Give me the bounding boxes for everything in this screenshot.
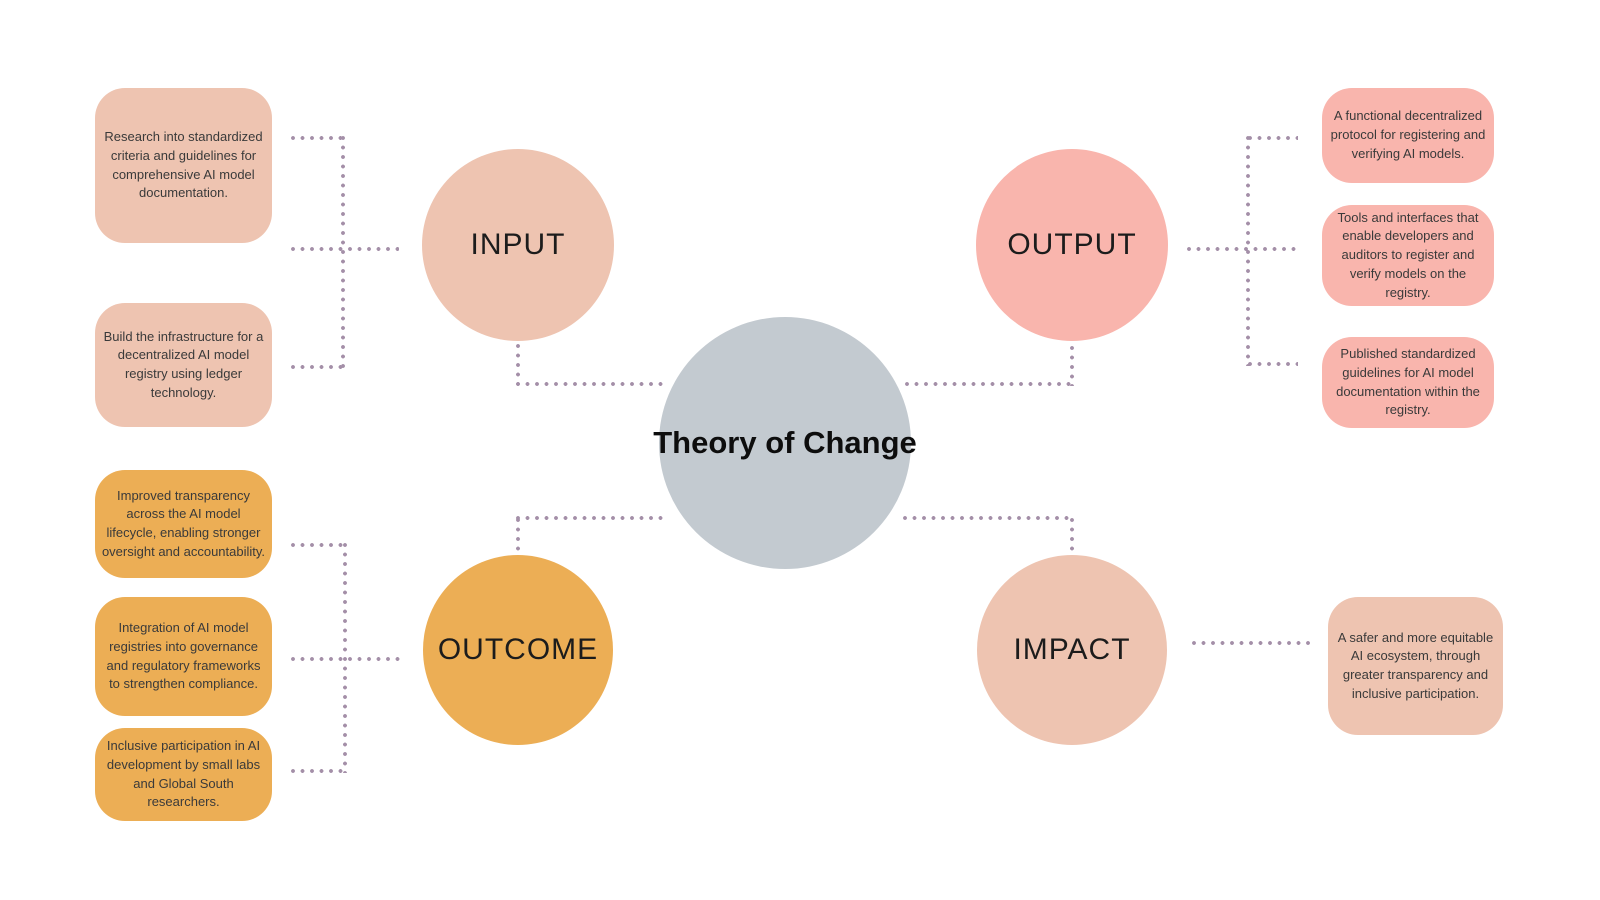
connector-output-item3-h bbox=[1248, 362, 1298, 366]
outcome-item-box-2: Integration of AI model registries into … bbox=[95, 597, 272, 716]
output-label: OUTPUT bbox=[1007, 228, 1137, 261]
output-item-box-2: Tools and interfaces that enable develop… bbox=[1322, 205, 1494, 306]
output-item-box-1: A functional decentralized protocol for … bbox=[1322, 88, 1494, 183]
connector-center-input-h bbox=[516, 382, 666, 386]
output-item-text-1: A functional decentralized protocol for … bbox=[1330, 108, 1486, 161]
connector-center-input-v bbox=[516, 306, 520, 386]
connector-output-main-h bbox=[1187, 247, 1298, 251]
connector-outcome-main-h bbox=[291, 657, 405, 661]
output-circle: OUTPUT bbox=[976, 149, 1168, 341]
center-circle: Theory of Change bbox=[653, 317, 917, 569]
connector-center-output-h bbox=[905, 382, 1072, 386]
input-item-text-1: Research into standardized criteria and … bbox=[104, 129, 263, 201]
outcome-item-text-1: Improved transparency across the AI mode… bbox=[101, 487, 266, 559]
input-circle: INPUT bbox=[422, 149, 614, 341]
output-item-box-3: Published standardized guidelines for AI… bbox=[1322, 337, 1494, 428]
connector-input-item2-h bbox=[291, 365, 345, 369]
impact-item-box-1: A safer and more equitable AI ecosystem,… bbox=[1328, 597, 1503, 735]
input-item-text-2: Build the infrastructure for a decentral… bbox=[103, 328, 264, 400]
connector-outcome-item1-h bbox=[291, 543, 345, 547]
connector-impact-item-h bbox=[1192, 641, 1310, 645]
connector-input-item1-h bbox=[291, 136, 345, 140]
outcome-circle: OUTCOME bbox=[423, 555, 613, 745]
input-item-box-2: Build the infrastructure for a decentral… bbox=[95, 303, 272, 427]
connector-input-v bbox=[341, 136, 345, 369]
diagram-title: Theory of Change bbox=[653, 425, 917, 460]
connector-center-output-v bbox=[1070, 308, 1074, 386]
connector-output-v bbox=[1246, 136, 1250, 366]
outcome-label: OUTCOME bbox=[437, 633, 599, 666]
outcome-item-text-2: Integration of AI model registries into … bbox=[106, 620, 261, 692]
connector-center-impact-h bbox=[903, 516, 1072, 520]
connector-input-main-h bbox=[291, 247, 399, 251]
outcome-item-box-1: Improved transparency across the AI mode… bbox=[95, 470, 272, 578]
input-label: INPUT bbox=[470, 228, 566, 261]
connector-outcome-item3-h bbox=[291, 769, 345, 773]
input-item-box-1: Research into standardized criteria and … bbox=[95, 88, 272, 243]
impact-label: IMPACT bbox=[1013, 633, 1131, 666]
impact-circle: IMPACT bbox=[977, 555, 1167, 745]
connector-output-item1-h bbox=[1248, 136, 1298, 140]
output-item-text-2: Tools and interfaces that enable develop… bbox=[1337, 209, 1479, 300]
output-item-text-3: Published standardized guidelines for AI… bbox=[1336, 346, 1480, 418]
connector-center-outcome-h bbox=[516, 516, 666, 520]
impact-item-text-1: A safer and more equitable AI ecosystem,… bbox=[1337, 629, 1494, 701]
outcome-item-text-3: Inclusive participation in AI developmen… bbox=[106, 738, 261, 810]
outcome-item-box-3: Inclusive participation in AI developmen… bbox=[95, 728, 272, 821]
